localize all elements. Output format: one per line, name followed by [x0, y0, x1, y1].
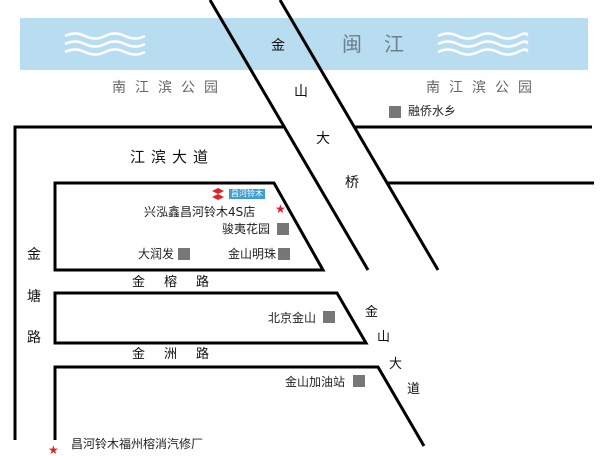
wave-icon-right — [437, 32, 529, 56]
poi-marker-mingzhu — [278, 248, 290, 260]
poi-label-gas: 金山加油站 — [285, 375, 346, 389]
bridge-right-edge — [278, 0, 440, 271]
star-icon-dealer: ★ — [275, 202, 286, 216]
poi-marker-beijing — [323, 311, 335, 323]
poi-label-beijing: 北京金山 — [268, 311, 317, 325]
poi-label-rongqiao: 融侨水乡 — [408, 104, 457, 118]
poi-marker-junyi — [277, 223, 289, 235]
poi-label-dealer: 兴泓鑫昌河铃木4S店 — [144, 205, 256, 219]
jinrong-road-label-2: 榕 — [164, 275, 178, 290]
poi-label-darunfa: 大润发 — [138, 247, 175, 261]
jinrong-road-label-3: 路 — [196, 275, 210, 290]
poi-label-mingzhu: 金山明珠 — [228, 247, 277, 261]
jintang-road-label-2: 塘 — [27, 289, 41, 305]
jintang-road-label-1: 金 — [27, 247, 41, 263]
park-label-right: 南江滨公园 — [426, 80, 541, 96]
jiangbin-road-label: 江滨大道 — [130, 148, 215, 166]
bridge-label-1: 金 — [271, 38, 285, 54]
logo-brand-text: 昌河铃木 — [229, 189, 265, 199]
park-label-left: 南江滨公园 — [112, 80, 227, 96]
jinshan-avenue-label-4: 道 — [407, 382, 421, 397]
bridge-label-3: 大 — [316, 131, 330, 147]
river-band — [20, 18, 588, 70]
poi-label-factory: 昌河铃木福州榕消汽修厂 — [71, 437, 204, 451]
jinzhou-road-label-1: 金 — [132, 347, 146, 362]
block-3 — [53, 365, 426, 447]
wave-icon-left — [64, 32, 146, 56]
poi-marker-rongqiao — [389, 106, 401, 118]
jinrong-road-label-1: 金 — [132, 275, 146, 290]
poi-label-junyi: 骏夷花园 — [222, 222, 271, 236]
jintang-road-label-3: 路 — [27, 330, 41, 346]
bridge-left-edge — [208, 0, 370, 271]
jinzhou-road-label-3: 路 — [196, 347, 210, 362]
poi-marker-gas — [353, 375, 365, 387]
block-2 — [53, 291, 369, 345]
jinzhou-road-label-2: 洲 — [164, 347, 178, 362]
star-icon-factory: ★ — [48, 443, 59, 456]
river-label: 闽江 — [342, 32, 426, 56]
bridge-label-2: 山 — [294, 84, 308, 100]
jinshan-avenue-label-3: 大 — [389, 357, 403, 372]
road-edge-north-left — [13, 125, 283, 440]
bridge-label-4: 桥 — [345, 175, 359, 191]
suzuki-logo: 昌河铃木 — [210, 188, 265, 200]
block-1 — [53, 181, 326, 272]
jinshan-avenue-label-1: 金 — [365, 305, 379, 320]
jinshan-avenue-label-2: 山 — [377, 330, 391, 345]
suzuki-s-icon — [212, 188, 224, 200]
poi-marker-darunfa — [178, 248, 190, 260]
